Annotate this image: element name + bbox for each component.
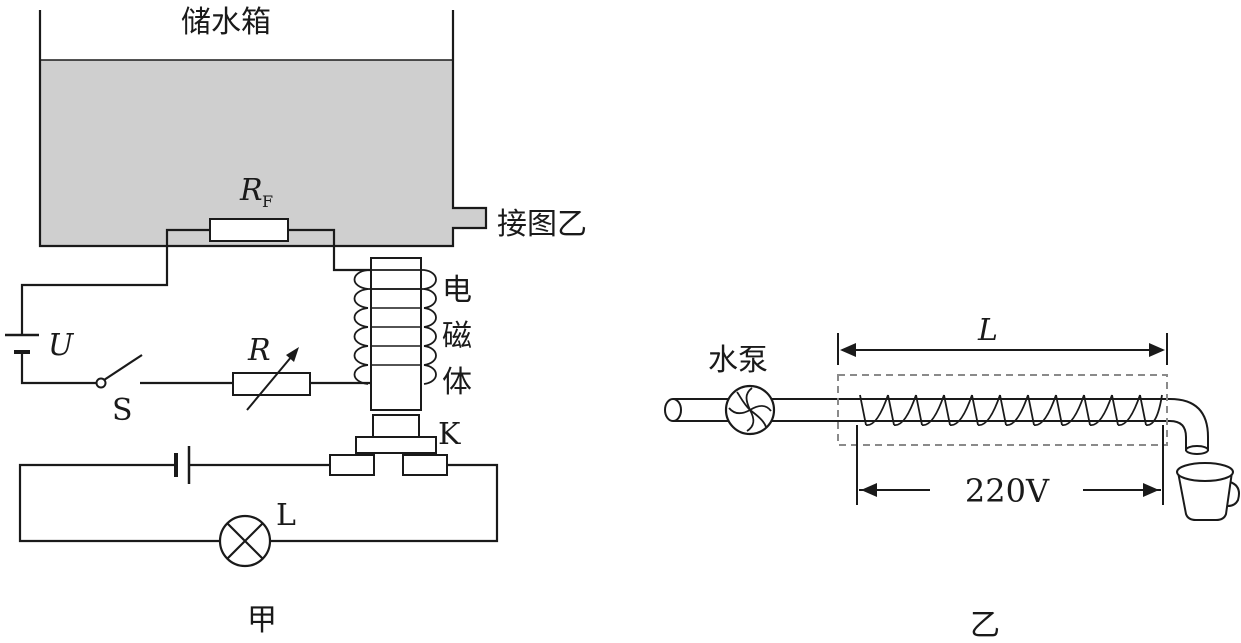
- figure-a: 储水箱 接图乙 R F U S R: [5, 5, 587, 638]
- pump-label: 水泵: [708, 343, 768, 378]
- figure-b: 水泵: [664, 313, 1240, 643]
- working-circuit-wires: [18, 463, 499, 543]
- rheostat-label: R: [247, 333, 271, 368]
- voltage-label: 220V: [965, 472, 1050, 510]
- caption-a: 甲: [247, 603, 277, 638]
- control-circuit-wires: [20, 228, 370, 385]
- electromagnet: [353, 257, 437, 411]
- electromagnet-label-2: 磁: [442, 319, 472, 354]
- electromagnet-label-3: 体: [442, 365, 472, 400]
- contact-label: K: [438, 417, 461, 452]
- sensor-resistor-symbol: R: [239, 173, 263, 208]
- lamp-l: [218, 514, 272, 568]
- water-tank: [38, 10, 488, 248]
- heating-coil: [856, 394, 1164, 505]
- voltage-dimension: [859, 483, 1161, 497]
- length-dimension: [837, 333, 1168, 365]
- sensor-resistor: [209, 218, 289, 242]
- heating-zone-box: [837, 374, 1168, 446]
- sensor-resistor-subscript: F: [262, 192, 273, 211]
- pump-icon: [724, 384, 776, 436]
- battery-working: [174, 446, 191, 484]
- cup-icon: [1176, 462, 1240, 521]
- contact-k: [329, 414, 448, 476]
- tank-label: 储水箱: [181, 5, 271, 40]
- switch-s: [95, 354, 143, 389]
- outlet-label: 接图乙: [497, 207, 587, 242]
- supply-label: U: [48, 328, 75, 363]
- rheostat-r: [232, 347, 311, 411]
- caption-b: 乙: [970, 608, 1000, 643]
- electromagnet-label-1: 电: [442, 273, 472, 308]
- switch-label: S: [112, 393, 133, 428]
- length-label: L: [977, 313, 998, 348]
- lamp-label: L: [276, 498, 296, 533]
- battery-u: [5, 333, 39, 354]
